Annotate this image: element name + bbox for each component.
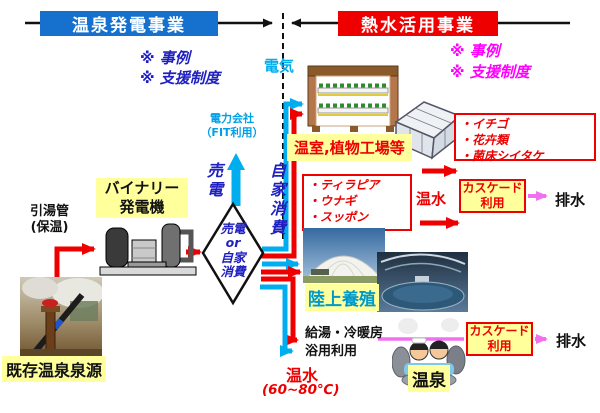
hot-water-label-top: 温水: [416, 190, 447, 208]
arrow-sell-electricity-head: [227, 153, 245, 170]
greenhouse-label: 温室,植物工場等: [287, 134, 412, 161]
cascade-use-box-top: カスケード 利用: [459, 179, 526, 213]
pipe-label: 引湯管 (保温): [30, 204, 70, 236]
aquaculture-dome-photo: [303, 228, 385, 283]
note-generation-support: ※ 支援制度: [140, 69, 220, 87]
arrow-hotwater-to-greenhouse: [261, 108, 304, 259]
greenhouse-product-item: ・菌床シイタケ: [460, 148, 544, 163]
bath-use-label: 給湯・冷暖房 浴用利用: [305, 326, 384, 359]
section-title-generation: 温泉発電事業: [40, 11, 218, 36]
drain-label-bottom: 排水: [556, 332, 587, 350]
diamond-decision-label: 売電 or 自家 消費: [220, 221, 246, 280]
aquaculture-tank-photo: [377, 252, 468, 312]
power-company-label: 電力会社 （FIT利用）: [200, 112, 264, 140]
binary-generator-illustration: [98, 220, 198, 278]
diamond-decision-shape: [201, 201, 265, 306]
hot-spring-source-photo: [20, 277, 102, 361]
generator-label: バイナリー 発電機: [96, 178, 188, 218]
electricity-label: 電気: [264, 57, 295, 75]
arrow-hotwater-to-bath: [261, 276, 299, 346]
note-heatuse-case: ※ 事例: [450, 42, 500, 60]
hot-water-label-bottom: 温水: [286, 366, 319, 385]
arrow-electricity-to-bath: [260, 284, 294, 357]
hot-water-temp-label: (60~80℃): [262, 382, 340, 398]
greenhouse-product-item: ・イチゴ: [460, 117, 509, 131]
arrow-electricity-cyan: [262, 98, 304, 252]
greenhouse-products-box: ・イチゴ ・花卉類 ・菌床シイタケ: [454, 113, 596, 163]
section-title-heat-use: 熱水活用事業: [338, 11, 498, 36]
note-heatuse-support: ※ 支援制度: [450, 63, 530, 81]
cascade-use-box-bottom: カスケード 利用: [466, 322, 533, 356]
source-label: 既存温泉泉源: [2, 356, 107, 382]
self-consume-label: 自家消費: [267, 162, 286, 238]
sell-electricity-label: 売電: [204, 162, 223, 200]
arrow-source-to-generator: [54, 243, 96, 278]
onsen-label: 温泉: [408, 365, 450, 392]
aquaculture-species-box: ・ティラピア ・ウナギ ・スッポン: [302, 174, 412, 231]
aquaculture-species-item: ・スッポン: [308, 209, 369, 224]
plant-factory-illustration: [306, 64, 400, 134]
greenhouse-product-item: ・花卉類: [460, 132, 509, 147]
note-generation-case: ※ 事例: [140, 49, 190, 67]
aquaculture-species-item: ・ティラピア: [308, 178, 380, 192]
aquaculture-label: 陸上養殖: [305, 284, 379, 311]
drain-label-top: 排水: [555, 191, 586, 209]
greenhouse-illustration: [390, 92, 464, 160]
aquaculture-species-item: ・ウナギ: [308, 193, 357, 208]
